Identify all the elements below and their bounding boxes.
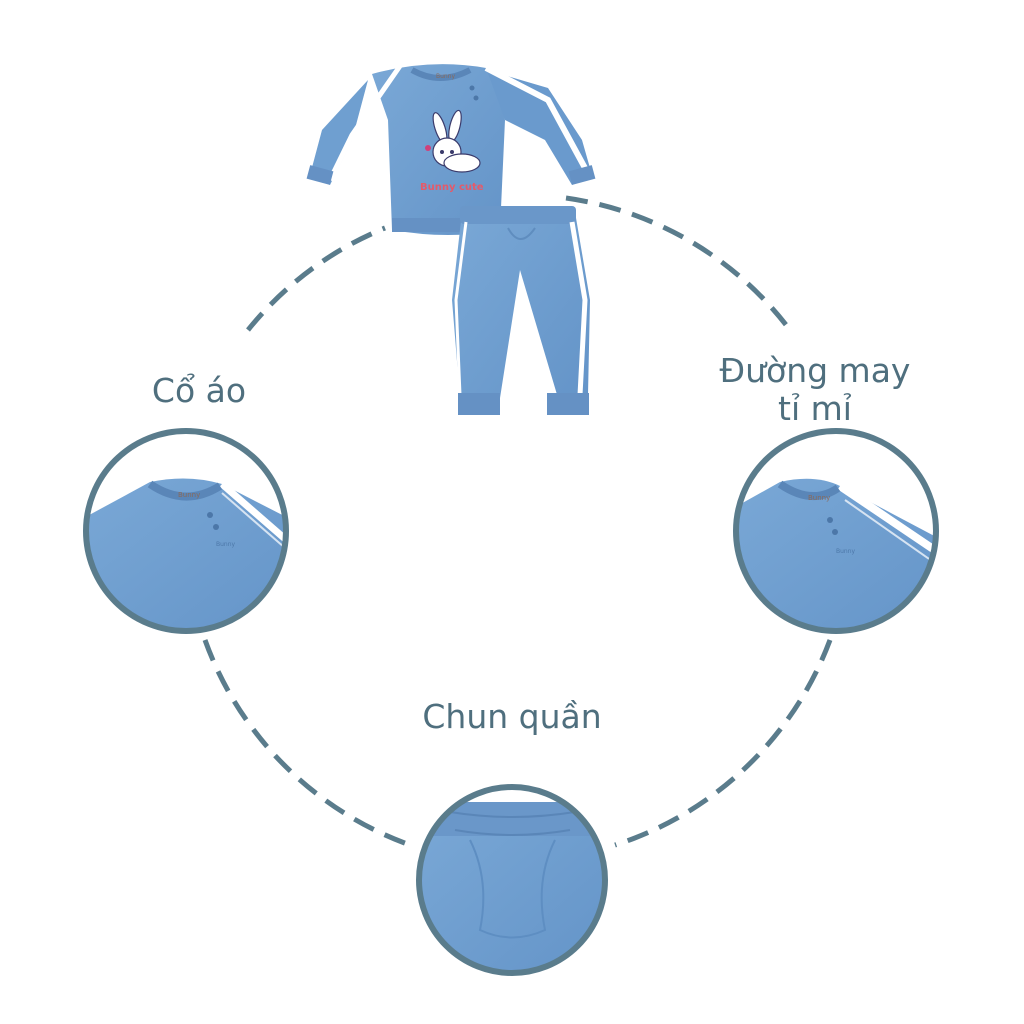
- collar-brand-tag: Bunny: [178, 491, 200, 499]
- shirt-print-text: Bunny cute: [420, 182, 484, 193]
- collar-detail-circle: Bunny Bunny: [83, 428, 289, 634]
- collar-label: Cổ áo: [151, 371, 247, 410]
- dashed-arc-top-left: [246, 225, 386, 332]
- product-pants-image: [452, 206, 590, 415]
- seam-brand-logo: Bunny: [836, 548, 856, 555]
- dashed-arc-bottom-left: [202, 639, 411, 848]
- waistband-label: Chun quần: [422, 697, 602, 736]
- seam-detail-circle: Bunny Bunny: [733, 428, 939, 634]
- seam-label: Đường may tỉ mỉ: [690, 352, 940, 428]
- seam-brand-tag: Bunny: [808, 494, 830, 502]
- seam-label-line1: Đường may: [719, 351, 911, 390]
- bunny-print: Bunny cute: [420, 109, 484, 193]
- shirt-brand-tag: Bunny: [436, 73, 456, 80]
- dashed-arc-bottom-right: [614, 639, 833, 848]
- seam-label-line2: tỉ mỉ: [778, 389, 852, 428]
- waistband-detail-circle: [416, 784, 608, 976]
- dashed-arc-top-right: [565, 195, 792, 332]
- dashed-ring: [202, 195, 833, 848]
- collar-brand-logo: Bunny: [216, 541, 236, 548]
